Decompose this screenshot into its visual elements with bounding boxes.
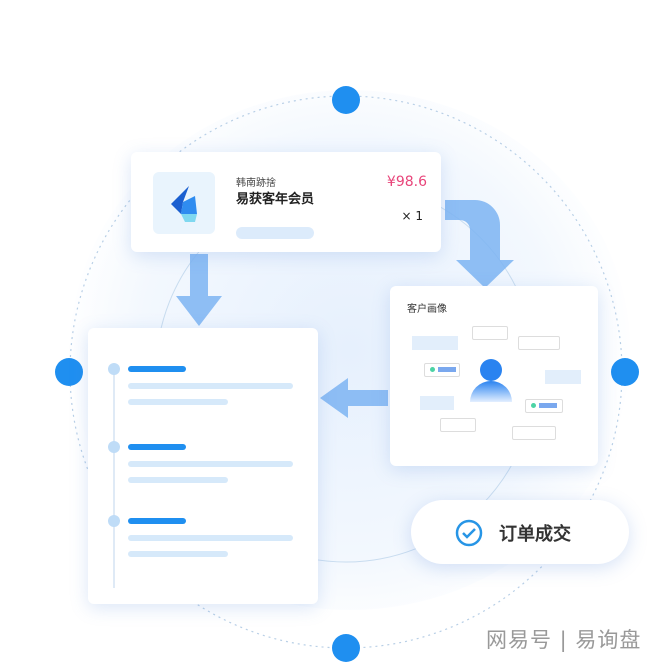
timeline-heading-bar [128,518,186,524]
timeline-text-bar [128,551,228,557]
flow-arrows [176,200,514,418]
cycle-node-bottom [332,634,360,662]
timeline-card [88,328,318,604]
timeline-line [113,368,115,588]
product-subtitle: 韩南跡捨 [236,178,276,189]
timeline-text-bar [128,535,293,541]
product-logo-icon [153,172,215,234]
placeholder-pill [236,227,314,239]
timeline-text-bar [128,383,293,389]
timeline-heading-bar [128,444,186,450]
timeline-text-bar [128,461,293,467]
timeline-heading-bar [128,366,186,372]
watermark: 网易号 | 易询盘 [486,628,642,652]
order-deal-badge: 订单成交 [411,500,629,564]
portrait-tag [472,326,508,340]
portrait-tag [525,399,563,413]
check-circle-icon [455,519,483,547]
customer-portrait-card: 客户画像 [390,286,598,466]
deal-label: 订单成交 [499,524,571,545]
portrait-title: 客户画像 [407,304,447,315]
portrait-tag [440,418,476,432]
timeline-node [108,515,120,527]
cycle-node-top [332,86,360,114]
timeline-node [108,441,120,453]
portrait-tag [424,363,460,377]
cycle-node-left [55,358,83,386]
portrait-tag [518,336,560,350]
user-avatar-icon [470,359,512,402]
product-card: 韩南跡捨 易获客年会员 ¥98.6 × 1 [131,152,441,252]
product-name: 易获客年会员 [236,192,315,207]
portrait-tag [545,370,581,384]
portrait-tag [412,336,458,350]
timeline-text-bar [128,477,228,483]
product-price: ¥98.6 [386,174,427,190]
timeline-node [108,363,120,375]
portrait-tag [420,396,454,410]
portrait-tag [512,426,556,440]
timeline-text-bar [128,399,228,405]
product-quantity: × 1 [401,209,423,223]
cycle-node-right [611,358,639,386]
